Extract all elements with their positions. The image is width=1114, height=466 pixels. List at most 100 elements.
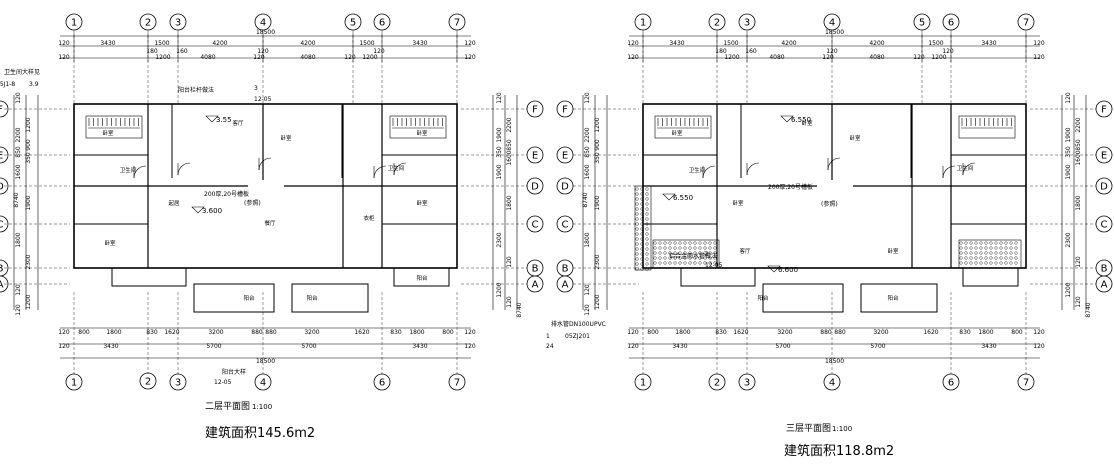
hatch-dot (653, 246, 657, 250)
hatch-dot (640, 212, 644, 216)
axis-bubble-right: D (1100, 182, 1108, 193)
drainage-hatch (652, 239, 720, 269)
hatch-dot (640, 217, 644, 221)
door-swing (827, 157, 841, 171)
dimension-value: 350 (25, 152, 32, 164)
dimension-value: 1900 (496, 127, 503, 142)
axis-bubble-bottom: 4 (829, 378, 835, 389)
hatch-dot (1014, 241, 1018, 245)
dimension-value: 120 (584, 304, 591, 316)
dimension-value: 120 (822, 54, 834, 61)
hatch-dot (1004, 261, 1008, 265)
dimension-value: 880 (251, 329, 263, 336)
dimension-value: 3200 (873, 329, 888, 336)
hatch-dot (640, 267, 644, 271)
dimension-value: 120 (344, 54, 356, 61)
axis-bubble-bottom: 3 (744, 378, 750, 389)
hatch-dot (635, 197, 639, 201)
hatch-dot (658, 241, 662, 245)
stair (85, 115, 143, 139)
dimension-value: 1600 (584, 164, 591, 179)
hatch-dot (640, 262, 644, 266)
axis-bubble-bottom: 6 (948, 378, 954, 389)
hatch-dot (1009, 256, 1013, 260)
hatch-dot (964, 241, 968, 245)
hatch-dot (678, 241, 682, 245)
dimension-value: 1600 (1075, 150, 1082, 165)
room-label: 餐厅 (264, 219, 276, 227)
dimension-value: 120 (627, 343, 639, 350)
hatch-dot (645, 217, 649, 221)
hatch-dot (653, 241, 657, 245)
dimension-value: 120 (627, 329, 639, 336)
dimension-value: 120 (1033, 40, 1045, 47)
hatch-dot (688, 241, 692, 245)
door-swing (177, 162, 191, 176)
hatch-dot (640, 232, 644, 236)
dimension-value: 1200 (931, 54, 946, 61)
hatch-dot (645, 212, 649, 216)
dimension-value: 4080 (869, 54, 884, 61)
hatch-dot (964, 251, 968, 255)
hatch-dot (640, 237, 644, 241)
annotation: 2 (705, 251, 709, 258)
dimension-value: 1500 (154, 40, 169, 47)
balcony (860, 283, 938, 313)
hatch-dot (673, 261, 677, 265)
dimension-value: 350 (594, 152, 601, 164)
axis-bubble-left: E (0, 151, 3, 162)
door-swing (942, 165, 956, 179)
level-triangle (780, 115, 794, 123)
dimension-value: 900 (25, 139, 32, 151)
dimension-total: 18500 (825, 358, 844, 365)
level-triangle (191, 206, 205, 214)
dimension-value: 1200 (155, 54, 170, 61)
axis-bubble-right: C (532, 220, 539, 231)
axis-bubble-bottom: 4 (260, 378, 266, 389)
axis-bubble-right: A (532, 280, 539, 291)
stair (389, 115, 447, 139)
dimension-value: 120 (58, 54, 70, 61)
dimension-value: 1800 (978, 329, 993, 336)
hatch-dot (673, 251, 677, 255)
axis-bubble-top: 6 (948, 18, 954, 29)
axis-bubble-top: 1 (71, 18, 77, 29)
dimension-value: 3430 (412, 40, 427, 47)
hatch-dot (658, 251, 662, 255)
plan-title: 三层平面图 (786, 423, 831, 434)
axis-bubble-bottom: 7 (454, 378, 460, 389)
hatch-dot (1009, 246, 1013, 250)
hatch-dot (708, 261, 712, 265)
hatch-dot (635, 262, 639, 266)
hatch-dot (688, 261, 692, 265)
dimension-value: 8740 (1085, 302, 1092, 317)
hatch-dot (678, 246, 682, 250)
hatch-dot (703, 251, 707, 255)
axis-bubble-left: F (562, 105, 568, 116)
hatch-dot (979, 246, 983, 250)
hatch-dot (668, 261, 672, 265)
hatch-dot (678, 256, 682, 260)
hatch-dot (635, 227, 639, 231)
dimension-value: 1800 (409, 329, 424, 336)
room-label: 阳台 (243, 294, 255, 302)
hatch-dot (640, 197, 644, 201)
level-mark: 6.550 (791, 116, 811, 124)
dimension-value: 120 (942, 48, 954, 55)
hatch-dot (703, 241, 707, 245)
hatch-dot (668, 246, 672, 250)
dimension-value: 120 (373, 48, 385, 55)
level-triangle (767, 265, 781, 273)
hatch-dot (640, 192, 644, 196)
axis-bubble-right: F (1101, 105, 1107, 116)
dimension-value: 120 (464, 40, 476, 47)
dimension-value: 2300 (496, 232, 503, 247)
dimension-value: 4200 (212, 40, 227, 47)
annotation: 12-05 (254, 96, 272, 103)
axis-bubble-top: 6 (379, 18, 385, 29)
dimension-value: 4080 (769, 54, 784, 61)
dimension-value: 1800 (106, 329, 121, 336)
room-label: 卧室 (104, 239, 116, 247)
annotation: 05ZJ201 (565, 333, 590, 340)
